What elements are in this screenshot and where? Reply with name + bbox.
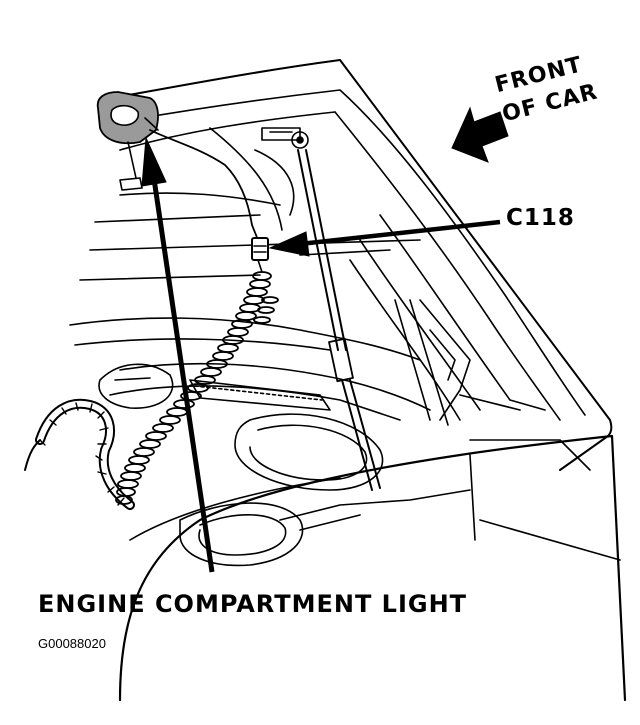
figure-caption: ENGINE COMPARTMENT LIGHT bbox=[38, 590, 468, 618]
coiled-cord bbox=[115, 271, 279, 505]
pointer-arrows bbox=[141, 106, 509, 573]
lamp-pointer-arrow bbox=[141, 136, 215, 573]
engine-bay bbox=[69, 192, 591, 531]
engine-compartment-lamp bbox=[96, 91, 259, 241]
hood-panel bbox=[99, 59, 613, 471]
c118-label: C118 bbox=[506, 205, 575, 231]
front-of-car-arrow bbox=[451, 106, 509, 163]
figure-id: G00088020 bbox=[38, 636, 106, 651]
wiring-harness bbox=[24, 398, 135, 510]
c118-pointer-arrow bbox=[268, 219, 501, 257]
c118-connector bbox=[251, 237, 269, 273]
